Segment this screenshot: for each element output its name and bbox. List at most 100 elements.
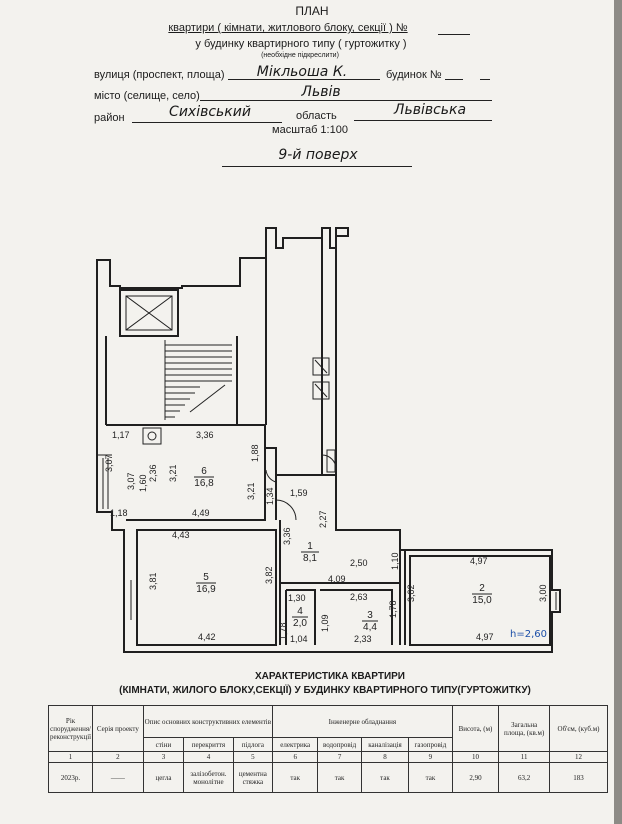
street-label: вулиця (проспект, площа) (94, 69, 225, 81)
cell-floors: залізобетон. монолітне (183, 762, 234, 793)
ceiling-height-note: h=2,60 (510, 629, 547, 640)
district-label: район (94, 112, 125, 124)
col-number: 2 (92, 751, 144, 763)
title-line-2: у будинку квартирного типу ( гуртожитку … (195, 38, 407, 50)
col-number: 9 (408, 751, 453, 763)
col-number: 7 (317, 751, 362, 763)
header-floors: перекриття (183, 737, 234, 752)
characteristics-subtitle: (КІМНАТИ, ЖИЛОГО БЛОКУ,СЕКЦІЇ) У БУДИНКУ… (119, 685, 531, 696)
room-area: 8,1 (303, 553, 317, 564)
col-number: 5 (232, 751, 274, 763)
district-value: Сихівський (169, 104, 251, 120)
cell-volume: 183 (549, 762, 608, 793)
dimension: 3,36 (196, 430, 214, 440)
col-number: 11 (498, 751, 550, 763)
floor-label: 9-й поверх (278, 147, 358, 163)
room-area: 2,0 (293, 618, 307, 629)
col-number: 12 (549, 751, 608, 763)
room-number: 1 (307, 541, 313, 552)
title-line-2-note: (необхідне підкреслити) (261, 52, 339, 59)
dimension: 3,07 (126, 472, 136, 490)
room-area: 15,0 (472, 595, 492, 606)
room-number: 5 (203, 572, 209, 583)
region-value: Львівська (393, 102, 467, 118)
cell-height: 2,90 (451, 762, 500, 793)
dimension: 3,81 (148, 572, 158, 590)
dimension: 2,50 (350, 558, 368, 568)
col-number: 3 (142, 751, 185, 763)
dimension: 1,88 (250, 444, 260, 462)
dimension: 3,07 (104, 454, 114, 472)
dimension: 1,30 (288, 593, 306, 603)
header-series: Серія проекту (92, 705, 144, 752)
cell-year: 2023р. (47, 762, 94, 793)
dimension: 3,36 (282, 527, 292, 545)
street-value: Мікльоша К. (256, 64, 348, 80)
cell-subfloor: цементна стяжка (232, 762, 274, 793)
cell-water: так (317, 762, 362, 793)
city-underline (200, 100, 492, 101)
dimension: 1,60 (138, 474, 148, 492)
street-underline (228, 79, 380, 80)
dimension: 4,49 (192, 508, 210, 518)
col-number: 6 (272, 751, 319, 763)
cell-gas: так (408, 762, 453, 793)
characteristics-title: ХАРАКТЕРИСТИКА КВАРТИРИ (254, 671, 406, 682)
header-year: Рік спорудження/ реконструкції (47, 705, 94, 752)
header-walls: стіни (142, 737, 185, 752)
dimension: 2,63 (350, 592, 368, 602)
dimension: 1,18 (110, 508, 128, 518)
room-area: 4,4 (363, 622, 377, 633)
header-water: водопровід (317, 737, 362, 752)
dimension: 4,42 (198, 632, 216, 642)
cell-walls: цегла (142, 762, 185, 793)
dimension: 1,78 (388, 600, 398, 618)
region-label: область (296, 110, 337, 122)
dimension: 2,36 (148, 464, 158, 482)
cell-sewer: так (360, 762, 410, 793)
header-sewer: каналізація (360, 737, 410, 752)
header-height: Висота, (м) (451, 705, 500, 752)
room-number: 4 (297, 606, 303, 617)
dimension: 3,21 (168, 464, 178, 482)
header-engineering: Інженерне обладнання (272, 705, 453, 738)
plan-title: ПЛАН (295, 4, 329, 18)
dimension: 4,43 (172, 530, 190, 540)
district-underline (132, 122, 282, 123)
region-underline (354, 120, 492, 121)
header-volume: Об'єм, (куб.м) (549, 705, 608, 752)
city-value: Львів (301, 84, 341, 100)
col-number: 8 (360, 751, 410, 763)
dimension: 3,82 (264, 566, 274, 584)
dimension: 1,34 (265, 487, 275, 505)
dimension: 1,78 (278, 622, 288, 640)
header-structural: Опис основних конструктивних елементів (142, 705, 274, 738)
page-edge (614, 0, 622, 824)
cell-total-area: 63,2 (498, 762, 550, 793)
floor-underline (222, 166, 412, 167)
room-area: 16,9 (196, 584, 216, 595)
room-number: 2 (479, 583, 485, 594)
dimension: 3,02 (406, 584, 416, 602)
col-number: 1 (47, 751, 94, 763)
dimension: 1,10 (390, 552, 400, 570)
dimension: 4,97 (470, 556, 488, 566)
house-blank-1 (445, 79, 463, 80)
dimension: 1,09 (320, 614, 330, 632)
dimension: 3,21 (246, 482, 256, 500)
dimension: 1,04 (290, 634, 308, 644)
col-number: 10 (451, 751, 500, 763)
dimension: 2,33 (354, 634, 372, 644)
dimension: 3,00 (538, 584, 548, 602)
characteristics-table: Рік спорудження/ реконструкції Серія про… (47, 705, 608, 793)
dimension: 4,09 (328, 574, 346, 584)
cell-electric: так (272, 762, 319, 793)
dimension: 1,59 (290, 488, 308, 498)
house-blank-2 (480, 79, 490, 80)
city-label: місто (селище, село) (94, 90, 200, 102)
header-subfloor: підлога (232, 737, 274, 752)
house-label: будинок № (386, 69, 442, 81)
room-number: 3 (367, 610, 373, 621)
